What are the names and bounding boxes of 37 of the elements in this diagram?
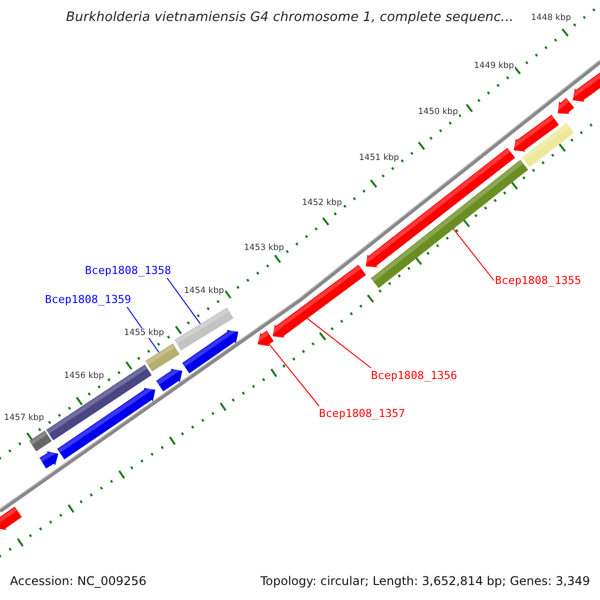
gene-segment — [522, 122, 574, 168]
gene-segment — [510, 114, 559, 152]
gene-segment — [570, 70, 600, 102]
gene-segment — [554, 98, 574, 114]
scale-label: 1449 kbp — [473, 61, 516, 71]
gene-segment — [0, 506, 22, 530]
gene-label: Bcep1808_1357 — [319, 407, 406, 420]
scale-label: 1453 kbp — [243, 243, 286, 253]
gene-segment — [145, 343, 180, 372]
map-title: Burkholderia vietnamiensis G4 chromosome 1, complete sequenc... — [66, 10, 514, 25]
gene-label: Bcep1808_1355 — [495, 274, 582, 287]
leader-line — [306, 318, 372, 368]
gene-segment — [57, 386, 156, 460]
scale-label: 1454 kbp — [183, 286, 226, 296]
sequence-info: Topology: circular; Length: 3,652,814 bp; Genes: 3,349 — [260, 574, 590, 588]
gene-label: Bcep1808_1359 — [45, 293, 132, 306]
gene-label: Bcep1808_1358 — [85, 264, 172, 277]
scale-label: 1450 kbp — [417, 107, 460, 117]
gene-segment — [29, 430, 52, 452]
gene-segment — [270, 264, 366, 338]
scale-label: 1455 kbp — [123, 328, 166, 338]
gene-segment — [254, 330, 274, 346]
leader-line — [166, 278, 201, 325]
scale-label: 1451 kbp — [358, 153, 400, 163]
gene-segment — [156, 366, 182, 392]
gene-segment — [174, 307, 234, 351]
leader-line — [268, 343, 320, 406]
scale-label: 1448 kbp — [530, 13, 572, 23]
gene-segment — [39, 450, 58, 468]
scale-label: 1456 kbp — [63, 371, 106, 381]
leader-line — [452, 228, 494, 281]
gene-segment — [182, 328, 238, 374]
gene-segment — [46, 364, 152, 440]
scale-label: 1457 kbp — [3, 413, 46, 423]
gene-label: Bcep1808_1356 — [371, 369, 458, 382]
accession-label: Accession: NC_009256 — [10, 574, 146, 588]
scale-label: 1452 kbp — [301, 198, 344, 208]
